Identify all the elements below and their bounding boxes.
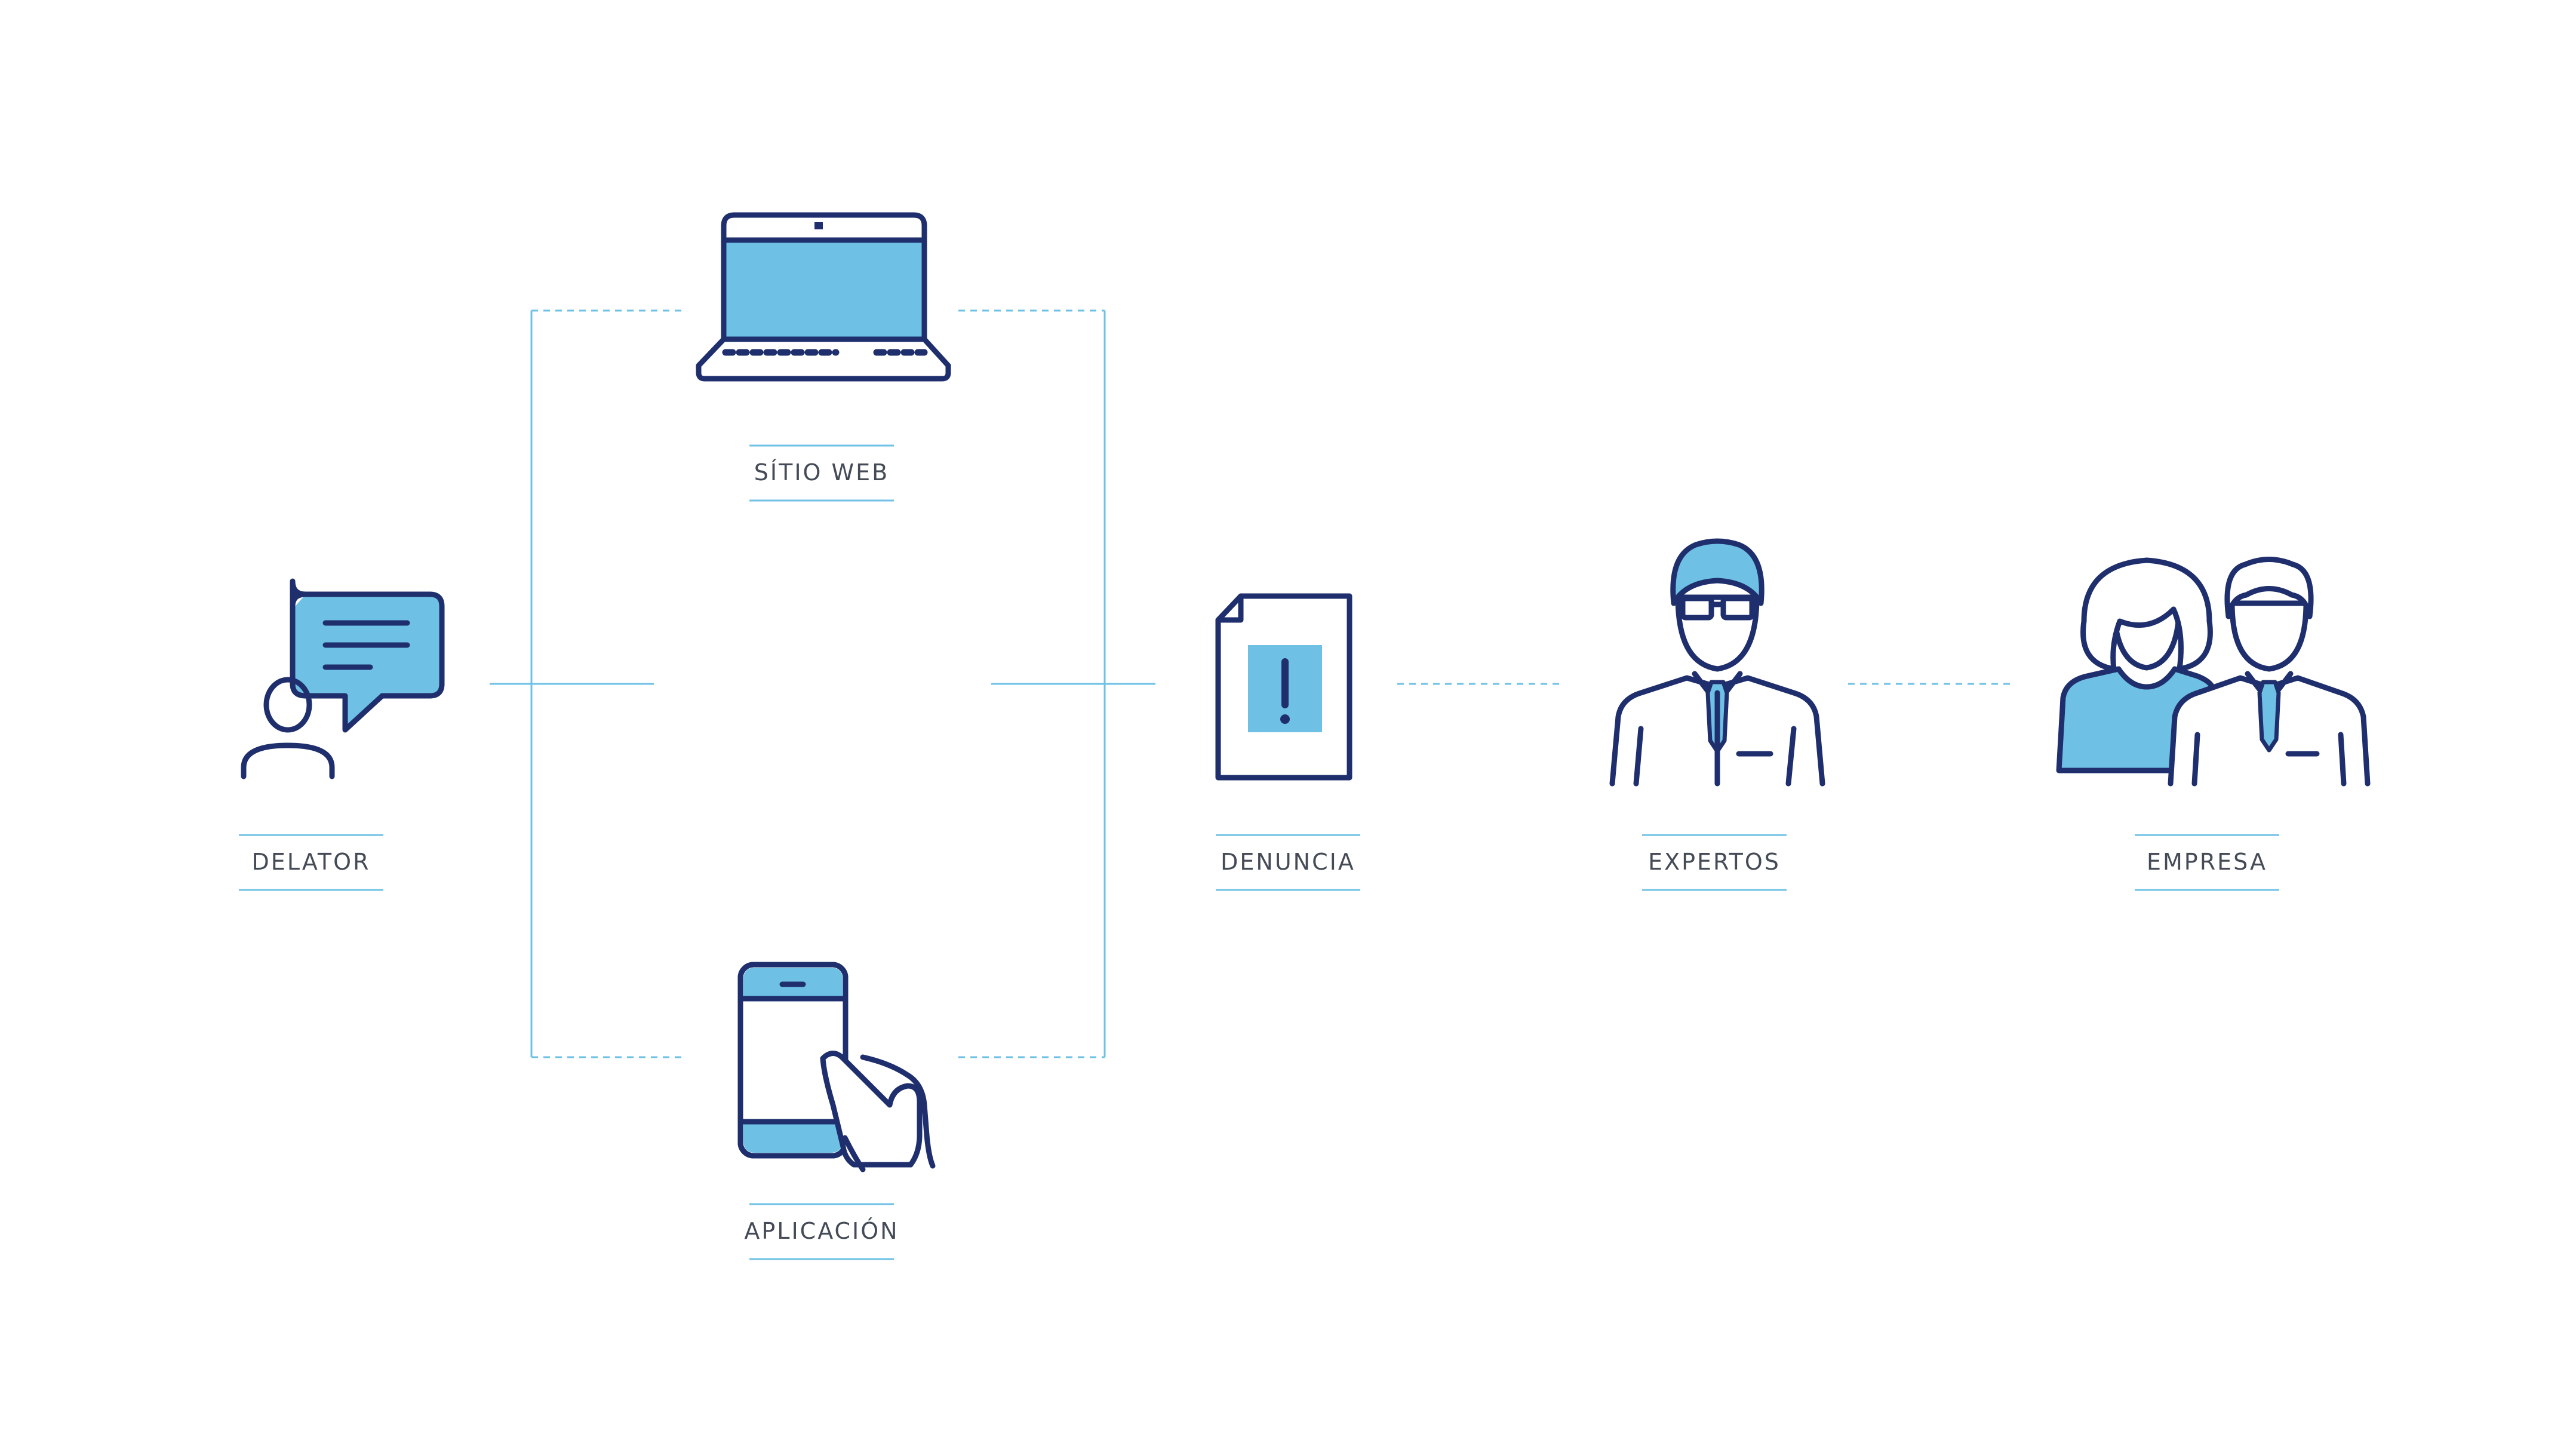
laptop-icon	[696, 212, 951, 382]
smartphone-hand-icon	[737, 962, 936, 1172]
label-expertos: EXPERTOS	[1642, 834, 1787, 891]
label-delator: DELATOR	[239, 834, 383, 891]
label-aplicacion: APLICACIÓN	[744, 1203, 899, 1260]
label-expertos-text: EXPERTOS	[1648, 849, 1781, 875]
expert-person-icon	[1609, 538, 1825, 787]
label-aplicacion-text: APLICACIÓN	[744, 1218, 899, 1244]
label-denuncia-text: DENUNCIA	[1221, 849, 1355, 875]
label-empresa: EMPRESA	[2135, 834, 2279, 891]
label-empresa-text: EMPRESA	[2147, 849, 2267, 875]
people-group-icon	[2056, 557, 2371, 787]
label-sitio-web: SÍTIO WEB	[749, 444, 894, 502]
label-denuncia: DENUNCIA	[1216, 834, 1360, 891]
connectors	[490, 309, 2012, 1058]
document-alert-icon	[1215, 593, 1352, 781]
person-speech-bubble-icon	[241, 578, 445, 779]
label-delator-text: DELATOR	[252, 849, 371, 875]
label-sitio-web-text: SÍTIO WEB	[754, 459, 889, 486]
